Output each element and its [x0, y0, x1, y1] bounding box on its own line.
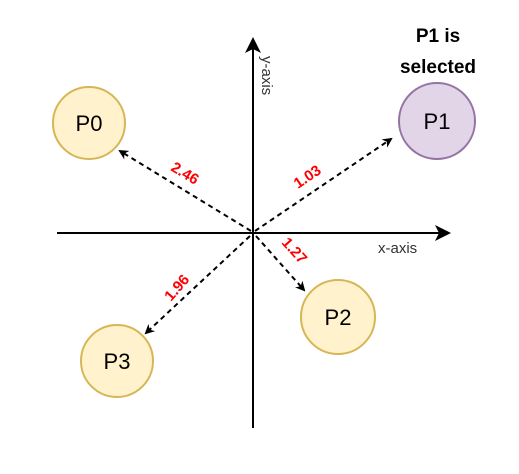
arrow-to-p2 [255, 235, 306, 292]
node-p0-circle [52, 86, 126, 160]
node-p2-circle [300, 279, 376, 355]
node-p0-label: P0 [76, 111, 103, 136]
distance-label-p1: 1.03 [291, 162, 325, 192]
arrow-to-p1 [254, 137, 393, 232]
distance-label-p2: 1.27 [278, 234, 310, 267]
selection-caption-line2: selected [400, 57, 476, 78]
y-axis-label: y-axis [258, 56, 275, 95]
node-p2[interactable]: P2 [300, 279, 376, 355]
distance-arrows [118, 137, 393, 335]
arrow-to-p0 [118, 149, 252, 232]
node-p2-label: P2 [325, 305, 352, 330]
node-p1[interactable]: P1 [398, 82, 476, 160]
selection-caption: P1 is selected [400, 26, 476, 78]
x-axis-label: x-axis [378, 240, 417, 257]
node-p3-label: P3 [104, 349, 131, 374]
distance-label-p3: 1.96 [161, 271, 193, 304]
node-p3[interactable]: P3 [80, 324, 154, 398]
arrow-to-p3 [144, 235, 251, 335]
distance-labels: 2.46 1.03 1.27 1.96 [161, 159, 324, 305]
axes: x-axis y-axis [57, 37, 451, 428]
selection-caption-line1: P1 is [416, 26, 460, 47]
node-p1-circle [398, 82, 476, 160]
node-p1-label: P1 [424, 109, 451, 134]
node-p3-circle [80, 324, 154, 398]
node-p0[interactable]: P0 [52, 86, 126, 160]
